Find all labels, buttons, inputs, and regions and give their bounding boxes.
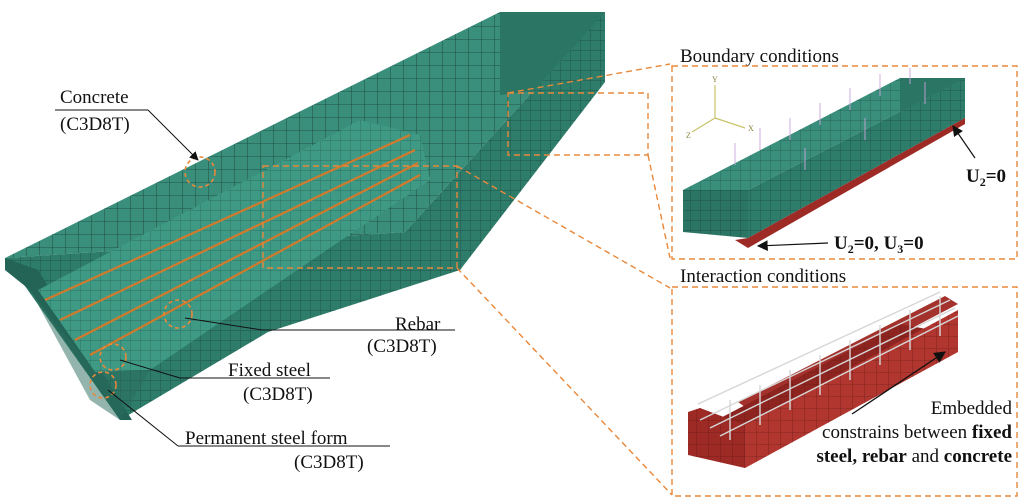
concrete-callout-circle <box>184 156 216 188</box>
rebar-cage <box>697 291 959 440</box>
steel-form-callout-circle <box>89 371 117 399</box>
axis-y-label: Y <box>712 75 718 84</box>
bc-right-label: U2=0 <box>966 166 1006 189</box>
fixed-steel-element: (C3D8T) <box>243 384 313 405</box>
interaction-line1: Embedded <box>931 398 1013 419</box>
label-concrete: Concrete (C3D8T) <box>55 87 199 161</box>
bc-bottom-label: U2=0, U3=0 <box>834 233 924 256</box>
interaction-title: Interaction conditions <box>680 266 846 287</box>
fixed-steel-callout-circle <box>99 343 127 371</box>
bc-steel-form <box>735 118 965 248</box>
label-rebar: Rebar (C3D8T) <box>184 314 455 357</box>
steel-form-name: Permanent steel form <box>185 428 348 449</box>
interaction-line2: constrains between fixed <box>822 422 1012 443</box>
steel-form-element: (C3D8T) <box>294 452 364 473</box>
boundary-title: Boundary conditions <box>680 46 839 67</box>
interaction-line3: steel, rebar and concrete <box>816 446 1012 467</box>
concrete-name: Concrete <box>60 87 129 108</box>
interaction-panel: Interaction conditions Emb <box>671 266 1018 497</box>
rebar-name: Rebar <box>395 314 441 335</box>
callout-circles <box>89 156 216 399</box>
axis-x-label: X <box>748 124 754 133</box>
zoom-box-boundary <box>507 92 649 156</box>
rebar-group <box>44 133 421 356</box>
main-beam-model <box>5 12 605 420</box>
interaction-model <box>688 291 959 468</box>
load-arrows <box>734 68 926 170</box>
concrete-element: (C3D8T) <box>60 114 130 135</box>
rebar-element: (C3D8T) <box>367 336 437 357</box>
label-fixed-steel: Fixed steel (C3D8T) <box>119 359 330 405</box>
axes-triad <box>691 85 746 133</box>
boundary-panel: Boundary conditions Y Z X U2=0 <box>671 46 1018 260</box>
label-steel-form: Permanent steel form (C3D8T) <box>107 389 390 473</box>
steel-form-edge <box>30 290 150 420</box>
axis-z-label: Z <box>686 131 691 140</box>
zoom-box-interaction <box>262 165 458 269</box>
rebar-callout-circle <box>163 299 193 329</box>
fixed-steel-name: Fixed steel <box>228 360 311 381</box>
